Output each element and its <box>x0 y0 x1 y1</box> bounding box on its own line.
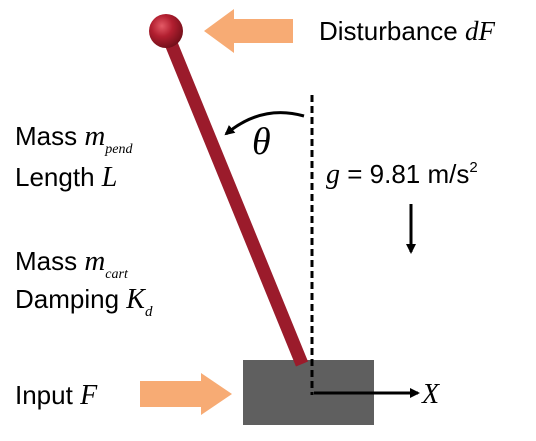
disturbance-label: Disturbance dF <box>319 16 495 46</box>
pendulum-rod <box>161 33 309 367</box>
theta-label: θ <box>252 121 271 163</box>
theta-arc-arrow <box>224 111 305 136</box>
damping-label: Damping Kd <box>15 284 153 320</box>
mass-pend-label: Mass mpend <box>15 120 134 157</box>
length-label: Length L <box>15 162 117 193</box>
gravity-label: g = 9.81 m/s2 <box>326 159 478 190</box>
input-label: Input F <box>15 380 98 411</box>
pendulum-bob <box>149 14 183 48</box>
mass-cart-label: Mass mcart <box>15 245 129 282</box>
x-axis-label: X <box>421 379 440 410</box>
disturbance-arrow <box>204 9 293 53</box>
input-force-arrow <box>140 373 232 415</box>
